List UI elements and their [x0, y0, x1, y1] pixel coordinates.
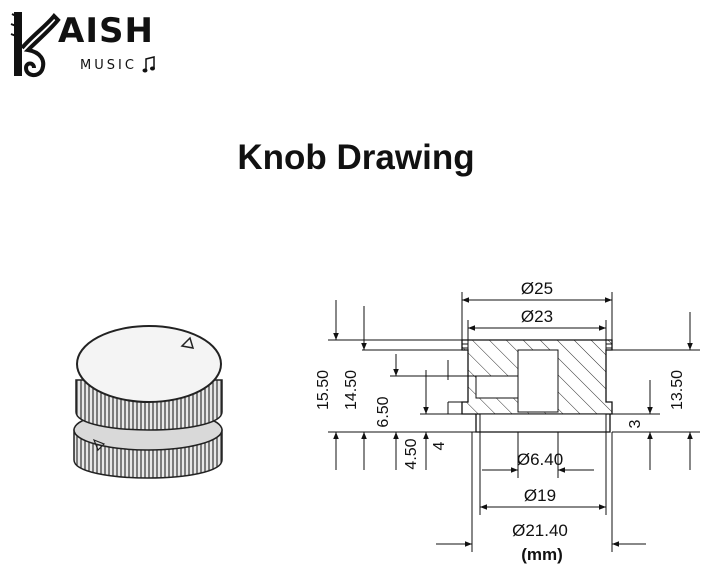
dim-top-inner: Ø23 — [521, 307, 553, 326]
unit-label: (mm) — [521, 545, 563, 564]
brand-logo: AISH MUSIC — [6, 6, 156, 82]
brand-name: AISH — [58, 11, 154, 51]
knurled-knob-illustration — [73, 325, 223, 479]
page-title: Knob Drawing — [237, 138, 475, 177]
music-note-icon — [142, 56, 155, 73]
dim-bottom-outer: Ø21.40 — [512, 521, 568, 540]
knob-technical-drawing: Ø25 Ø23 Ø6.40 Ø19 Ø21.40 (mm) 15.50 14.5… — [315, 279, 700, 564]
dim-total-height: 15.50 — [315, 370, 332, 410]
dim-base-height: 4.50 — [403, 438, 420, 469]
dim-top-outer: Ø25 — [521, 279, 553, 298]
brand-sub: MUSIC — [80, 58, 137, 73]
guitar-headstock-k-logo-icon — [10, 12, 61, 77]
dim-step-4: 4 — [431, 441, 448, 450]
dim-right-height: 13.50 — [669, 370, 686, 410]
dim-shaft-height: 6.50 — [375, 396, 392, 427]
dim-hole: Ø6.40 — [517, 450, 563, 469]
dim-step-3: 3 — [627, 419, 644, 428]
dim-body-height: 14.50 — [343, 370, 360, 410]
dim-bottom-inner: Ø19 — [524, 486, 556, 505]
